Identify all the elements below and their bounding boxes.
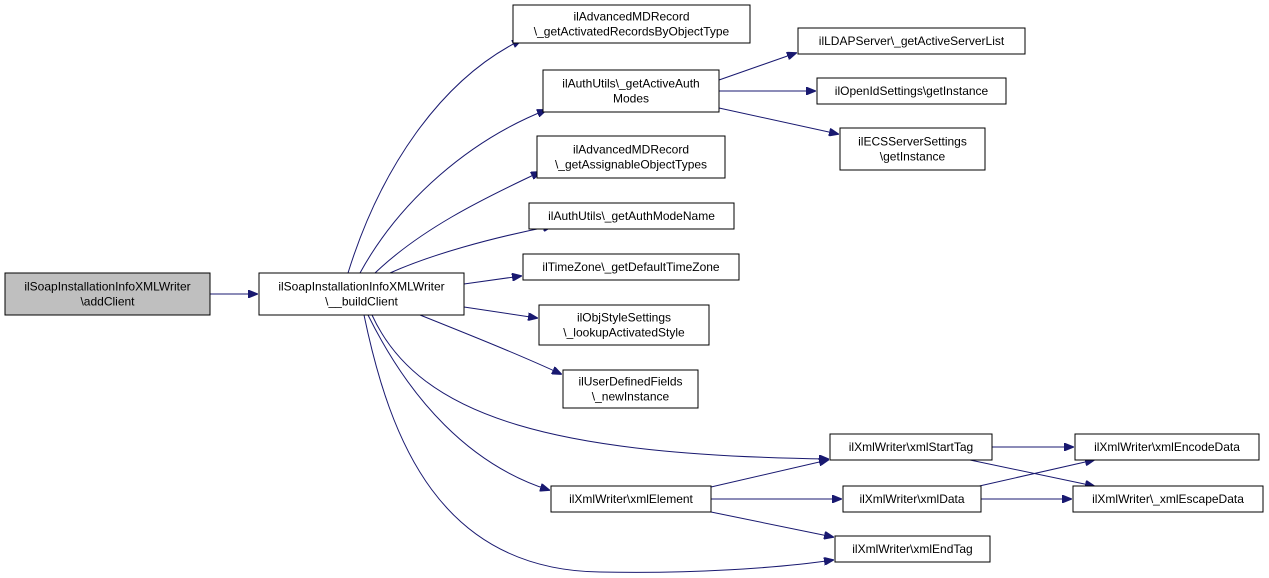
- edge-getActiveAuthModes-to-getActiveServerList: [718, 53, 796, 81]
- node-box: [1074, 433, 1260, 461]
- edge-buildClient-to-lookupActivatedStyle: [463, 306, 537, 318]
- node-newInstance[interactable]: ilUserDefinedFields\_newInstance: [562, 369, 699, 409]
- node-box: [834, 535, 991, 563]
- node-label: ilOpenIdSettings\getInstance: [835, 84, 989, 98]
- edge-buildClient-to-getActivatedRecords: [347, 40, 521, 274]
- edge-xmlElement-to-xmlEndTag: [710, 511, 833, 537]
- node-box: [536, 135, 726, 179]
- node-openIdGetInstance[interactable]: ilOpenIdSettings\getInstance: [816, 77, 1007, 105]
- node-box: [512, 4, 751, 44]
- node-xmlEncodeData[interactable]: ilXmlWriter\xmlEncodeData: [1074, 433, 1260, 461]
- node-label: ilECSServerSettings: [858, 135, 967, 149]
- node-escapeData[interactable]: ilXmlWriter\_xmlEscapeData: [1072, 485, 1264, 513]
- edge-buildClient-to-getAssignableObjectTypes: [374, 172, 540, 274]
- node-label: ilXmlWriter\xmlEndTag: [852, 542, 972, 556]
- node-label: \_getActivatedRecordsByObjectType: [534, 25, 730, 39]
- node-box: [829, 433, 993, 461]
- node-box: [538, 304, 710, 346]
- node-label: \_newInstance: [592, 390, 670, 404]
- node-addClient[interactable]: ilSoapInstallationInfoXMLWriter\addClien…: [4, 272, 211, 316]
- node-box: [528, 202, 735, 230]
- node-box: [562, 369, 699, 409]
- edge-getActiveAuthModes-to-ecsGetInstance: [718, 107, 838, 134]
- edge-xmlData-to-xmlEncodeData: [974, 460, 1094, 488]
- node-label: ilTimeZone\_getDefaultTimeZone: [542, 260, 720, 274]
- edge-xmlElement-to-xmlStartTag: [710, 460, 828, 488]
- node-getAssignableObjectTypes[interactable]: ilAdvancedMDRecord\_getAssignableObjectT…: [536, 135, 726, 179]
- edges-layer: [210, 40, 1094, 573]
- node-label: ilSoapInstallationInfoXMLWriter: [278, 280, 444, 294]
- node-box: [4, 272, 211, 316]
- node-label: ilLDAPServer\_getActiveServerList: [819, 34, 1005, 48]
- node-label: \addClient: [80, 295, 135, 309]
- edge-buildClient-to-newInstance: [419, 314, 561, 374]
- node-label: \_lookupActivatedStyle: [563, 326, 685, 340]
- node-label: ilAuthUtils\_getActiveAuth: [562, 77, 699, 91]
- node-xmlData[interactable]: ilXmlWriter\xmlData: [842, 485, 982, 513]
- node-label: \getInstance: [880, 150, 946, 164]
- node-label: ilXmlWriter\xmlData: [859, 492, 964, 506]
- node-label: ilUserDefinedFields: [578, 375, 682, 389]
- node-box: [522, 253, 740, 281]
- node-ecsGetInstance[interactable]: ilECSServerSettings\getInstance: [839, 127, 986, 171]
- node-label: \_getAssignableObjectTypes: [555, 158, 707, 172]
- edge-buildClient-to-getActiveAuthModes: [359, 110, 546, 274]
- edge-buildClient-to-xmlStartTag: [371, 314, 828, 459]
- node-label: ilXmlWriter\xmlStartTag: [849, 440, 973, 454]
- node-box: [842, 485, 982, 513]
- node-label: Modes: [613, 92, 649, 106]
- node-label: ilXmlWriter\xmlEncodeData: [1094, 440, 1240, 454]
- nodes-layer: ilSoapInstallationInfoXMLWriter\addClien…: [4, 4, 1264, 563]
- edge-buildClient-to-xmlEndTag: [363, 314, 833, 573]
- node-box: [550, 485, 712, 513]
- node-xmlElement[interactable]: ilXmlWriter\xmlElement: [550, 485, 712, 513]
- edge-buildClient-to-getDefaultTimeZone: [463, 276, 521, 285]
- node-label: ilObjStyleSettings: [577, 311, 671, 325]
- node-box: [797, 27, 1026, 55]
- edge-buildClient-to-getAuthModeName: [389, 226, 552, 274]
- node-lookupActivatedStyle[interactable]: ilObjStyleSettings\_lookupActivatedStyle: [538, 304, 710, 346]
- node-getActiveServerList[interactable]: ilLDAPServer\_getActiveServerList: [797, 27, 1026, 55]
- node-buildClient[interactable]: ilSoapInstallationInfoXMLWriter\__buildC…: [258, 272, 465, 316]
- node-label: ilAdvancedMDRecord: [573, 143, 689, 157]
- node-label: ilAdvancedMDRecord: [573, 10, 689, 24]
- edge-xmlStartTag-to-escapeData: [969, 459, 1094, 486]
- node-getActivatedRecords[interactable]: ilAdvancedMDRecord\_getActivatedRecordsB…: [512, 4, 751, 44]
- node-getAuthModeName[interactable]: ilAuthUtils\_getAuthModeName: [528, 202, 735, 230]
- node-label: ilXmlWriter\xmlElement: [569, 492, 693, 506]
- node-getDefaultTimeZone[interactable]: ilTimeZone\_getDefaultTimeZone: [522, 253, 740, 281]
- node-label: ilSoapInstallationInfoXMLWriter: [24, 280, 190, 294]
- edge-buildClient-to-xmlElement: [367, 314, 549, 490]
- node-xmlStartTag[interactable]: ilXmlWriter\xmlStartTag: [829, 433, 993, 461]
- node-box: [258, 272, 465, 316]
- node-box: [839, 127, 986, 171]
- node-label: ilXmlWriter\_xmlEscapeData: [1092, 492, 1244, 506]
- node-box: [1072, 485, 1264, 513]
- node-box: [816, 77, 1007, 105]
- node-box: [542, 69, 720, 113]
- node-xmlEndTag[interactable]: ilXmlWriter\xmlEndTag: [834, 535, 991, 563]
- node-label: \__buildClient: [325, 295, 398, 309]
- node-label: ilAuthUtils\_getAuthModeName: [548, 209, 715, 223]
